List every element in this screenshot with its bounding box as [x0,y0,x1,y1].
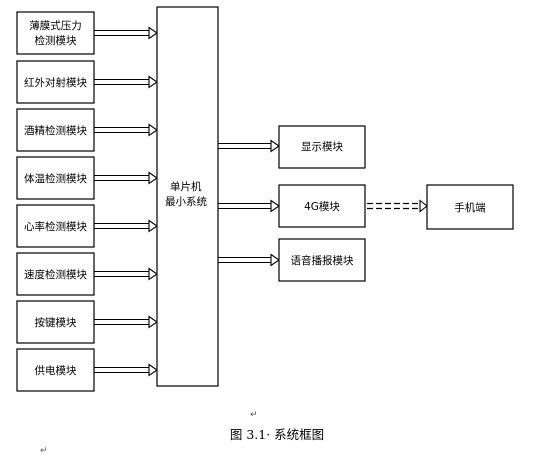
g4-module-label: 4G模块 [304,201,340,213]
arrow-left-2 [94,123,158,137]
figure-caption: 图 3.1· 系统框图 [229,427,325,442]
wireless-link [367,199,428,213]
left-module-6: 按键模块 [16,300,95,344]
mcu-label-line1: 单片机 [170,180,202,193]
arrow-left-4 [94,219,158,233]
arrow-to-voice [218,253,280,267]
left-module-3-label: 体温检测模块 [24,172,87,185]
arrow-left-0 [94,26,158,40]
voice-module-label: 语音播报模块 [291,254,354,267]
paragraph-mark-bottom: ↵ [40,446,48,456]
left-module-1-label: 红外对射模块 [24,76,87,89]
mcu-block: 单片机 最小系统 [156,6,219,387]
left-module-2-label: 酒精检测模块 [24,124,87,137]
left-module-7-label: 供电模块 [35,364,77,377]
left-module-0: 薄膜式压力 检测模块 [16,11,95,55]
right-arrows [218,139,280,267]
arrow-left-3 [94,171,158,185]
left-module-5: 速度检测模块 [16,252,95,296]
arrow-left-6 [94,315,158,329]
mcu-label-line2: 最小系统 [165,195,207,208]
arrow-left-7 [94,363,158,377]
left-module-2: 酒精检测模块 [16,108,95,152]
left-module-6-label: 按键模块 [35,316,77,329]
left-module-7: 供电模块 [16,348,95,392]
left-arrows [94,26,158,377]
arrow-to-4g [218,199,280,213]
arrow-left-1 [94,75,158,89]
left-module-4: 心率检测模块 [16,204,95,248]
arrow-to-display [218,139,280,153]
display-module: 显示模块 [278,125,366,169]
paragraph-mark: ↵ [250,410,258,420]
left-module-0-line1: 薄膜式压力 [29,19,82,32]
arrow-left-5 [94,267,158,281]
left-module-1: 红外对射模块 [16,60,95,104]
phone-module: 手机端 [426,184,514,230]
phone-module-label: 手机端 [454,201,486,214]
display-module-label: 显示模块 [301,141,343,153]
left-module-0-line2: 检测模块 [35,34,77,47]
left-module-3: 体温检测模块 [16,156,95,200]
voice-module: 语音播报模块 [278,238,366,282]
g4-module: 4G模块 [278,184,366,228]
left-module-4-label: 心率检测模块 [24,220,87,233]
left-module-5-label: 速度检测模块 [24,268,87,281]
